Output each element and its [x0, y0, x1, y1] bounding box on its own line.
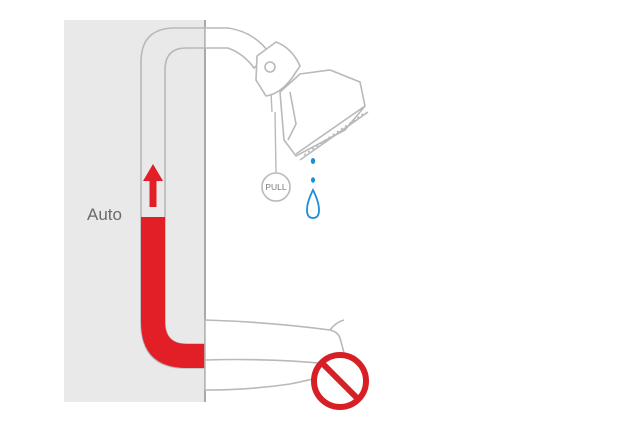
wall: [64, 20, 205, 402]
pull-knob[interactable]: PULL: [261, 172, 291, 202]
pull-label: PULL: [265, 182, 287, 192]
shower-arm: [204, 27, 272, 70]
up-arrow-icon: [143, 164, 163, 207]
prohibition-icon: [311, 352, 369, 410]
hot-water-fill: [141, 217, 205, 368]
tub-spout: [204, 319, 349, 391]
mode-label: Auto: [87, 205, 122, 224]
shower-head: [255, 41, 369, 161]
pull-knob-circle[interactable]: [261, 172, 291, 202]
water-drop-icon: [306, 158, 320, 219]
